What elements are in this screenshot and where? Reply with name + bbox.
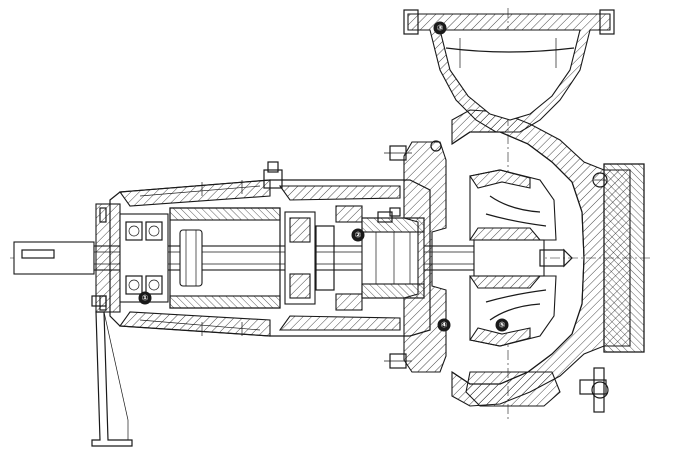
callout-4-label: ④ bbox=[441, 321, 448, 330]
callout-5-label: ⑤ bbox=[499, 321, 506, 330]
casing-cover bbox=[384, 140, 447, 373]
seal-chamber bbox=[335, 205, 425, 311]
impeller bbox=[468, 169, 573, 347]
discharge-nozzle bbox=[403, 9, 615, 133]
drain-plug bbox=[465, 367, 609, 413]
callout-2-label: ② bbox=[355, 231, 362, 240]
callout-5: ⑤ bbox=[495, 318, 509, 332]
callout-2: ② bbox=[351, 228, 365, 242]
callout-1-label: ① bbox=[142, 294, 149, 303]
bearing-cartridge bbox=[169, 207, 335, 309]
callout-3-label: ③ bbox=[437, 24, 444, 33]
callout-1: ① bbox=[138, 291, 152, 305]
drive-end-bearing bbox=[95, 203, 169, 313]
support-foot bbox=[91, 295, 133, 447]
callout-3: ③ bbox=[433, 21, 447, 35]
callout-4: ④ bbox=[437, 318, 451, 332]
